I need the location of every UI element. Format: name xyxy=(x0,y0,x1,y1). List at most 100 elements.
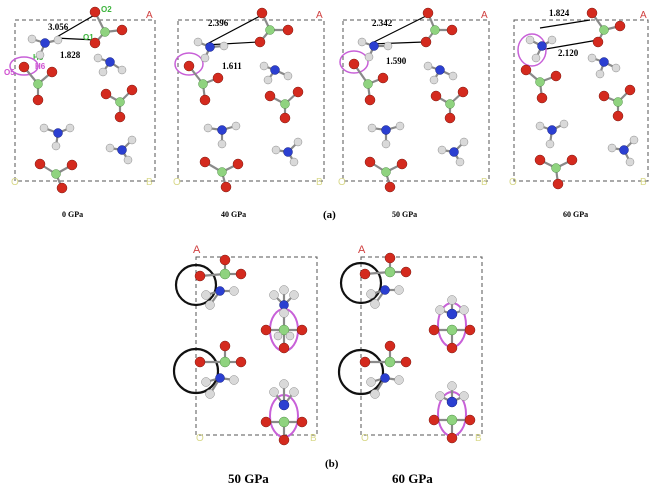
ammonium-group xyxy=(193,37,229,63)
carbonate-group xyxy=(534,154,578,190)
hbond-line xyxy=(54,12,99,39)
axis-label-a: A xyxy=(481,10,488,21)
carbonate-group xyxy=(100,84,138,123)
frame-a4: A O B 1.824 2.120 xyxy=(509,7,649,219)
pressure-label: 60 GPa xyxy=(563,210,588,219)
ammonium-group xyxy=(357,37,393,62)
carbonate-group xyxy=(348,58,389,106)
carbonate-group xyxy=(194,340,247,368)
atom-label-o5: O5 xyxy=(4,68,15,77)
distance-label: 1.828 xyxy=(60,50,81,60)
frame-b1: A O B xyxy=(172,244,318,486)
ammonium-group xyxy=(366,285,404,309)
ammonium-group xyxy=(27,34,63,60)
carbonate-group xyxy=(598,84,636,122)
carbonate-group xyxy=(18,61,58,106)
carbonate-group xyxy=(428,414,476,444)
ammonium-group xyxy=(525,35,557,63)
distance-label: 1.611 xyxy=(222,61,242,71)
pressure-label: 40 GPa xyxy=(221,210,246,219)
axis-label-b: B xyxy=(146,177,153,188)
ammonium-group xyxy=(259,61,293,85)
highlight-circle-black xyxy=(339,261,383,305)
carbonate-group xyxy=(359,252,412,280)
distance-label: 1.824 xyxy=(549,8,570,18)
axis-label-b: B xyxy=(310,433,317,444)
ammonium-group xyxy=(39,123,75,151)
axis-label-o: O xyxy=(196,433,204,444)
axis-label-b: B xyxy=(316,177,323,188)
axis-label-o: O xyxy=(11,177,19,188)
axis-label-o: O xyxy=(338,177,346,188)
axis-label-o: O xyxy=(173,177,181,188)
highlight-circle-black xyxy=(174,263,218,307)
distance-label: 3.056 xyxy=(48,22,69,32)
frame-a3: A O B 2.342 1.590 xyxy=(338,7,490,219)
ammonium-group xyxy=(366,373,404,399)
distance-label: 2.342 xyxy=(372,18,393,28)
carbonate-group xyxy=(586,7,626,48)
frame-a1: A O B 3.056 1.828 O2 O1 H5 H6 O5 xyxy=(4,5,156,219)
unit-cell-b1 xyxy=(195,256,318,436)
axis-label-a: A xyxy=(358,244,366,256)
carbonate-group xyxy=(428,324,476,354)
carbonate-group xyxy=(199,156,244,193)
ammonium-group xyxy=(105,135,137,165)
carbonate-group xyxy=(420,7,458,48)
axis-label-o: O xyxy=(509,177,517,188)
axis-label-a: A xyxy=(316,10,323,21)
highlight-circle-black xyxy=(337,348,385,396)
frame-a2: A O B 2.396 1.611 xyxy=(173,7,325,219)
unit-cell-a2 xyxy=(177,19,325,182)
atom-label-h6: H6 xyxy=(35,62,46,71)
ammonium-group xyxy=(93,53,127,77)
ammonium-group xyxy=(201,373,239,399)
unit-cell-a3 xyxy=(342,19,490,182)
hbond-line xyxy=(204,14,263,46)
unit-cell-b2 xyxy=(360,256,483,436)
carbonate-group xyxy=(264,86,304,124)
ammonium-group xyxy=(271,137,303,167)
axis-label-a: A xyxy=(193,244,201,256)
highlight-circle-pink xyxy=(339,50,369,74)
carbonate-group xyxy=(89,6,128,49)
hbond-line xyxy=(539,39,599,51)
hbond-line xyxy=(369,14,429,45)
highlight-circle-pink xyxy=(9,56,39,76)
axis-label-a: A xyxy=(146,10,153,21)
frame-b2: A O B xyxy=(337,244,483,486)
carbonate-group xyxy=(520,64,562,104)
distance-label: 2.396 xyxy=(208,18,229,28)
carbonate-group xyxy=(183,60,224,106)
unit-cell-a4 xyxy=(513,19,649,182)
pressure-label: 0 GPa xyxy=(62,210,83,219)
highlight-circle-black xyxy=(172,347,220,395)
ammonium-group xyxy=(437,137,469,167)
ammonium-group xyxy=(607,135,639,167)
atom-label-o1: O1 xyxy=(83,33,94,42)
ammonium-group xyxy=(435,381,469,408)
panel-caption-b: (b) xyxy=(325,458,339,470)
ammonium-group xyxy=(201,286,239,310)
highlight-circle-pink xyxy=(517,33,547,67)
pressure-label: 50 GPa xyxy=(392,210,417,219)
carbonate-group xyxy=(364,156,408,193)
ammonium-group xyxy=(535,119,569,149)
ammonium-group xyxy=(423,61,458,85)
highlight-circle-pink xyxy=(174,52,204,76)
carbonate-group xyxy=(430,86,469,124)
carbonate-group xyxy=(254,7,294,48)
ammonium-group xyxy=(367,121,405,149)
axis-label-a: A xyxy=(640,10,647,21)
carbonate-group xyxy=(260,416,308,446)
axis-label-b: B xyxy=(481,177,488,188)
distance-label: 1.590 xyxy=(386,56,407,66)
axis-label-b: B xyxy=(475,433,482,444)
ammonium-group xyxy=(269,379,299,411)
pressure-label: 60 GPa xyxy=(392,471,433,486)
carbonate-group xyxy=(260,308,308,354)
ammonium-group xyxy=(435,295,469,320)
panel-caption-a: (a) xyxy=(323,209,336,221)
distance-label: 2.120 xyxy=(558,48,579,58)
panel-b: A O B xyxy=(172,244,483,486)
